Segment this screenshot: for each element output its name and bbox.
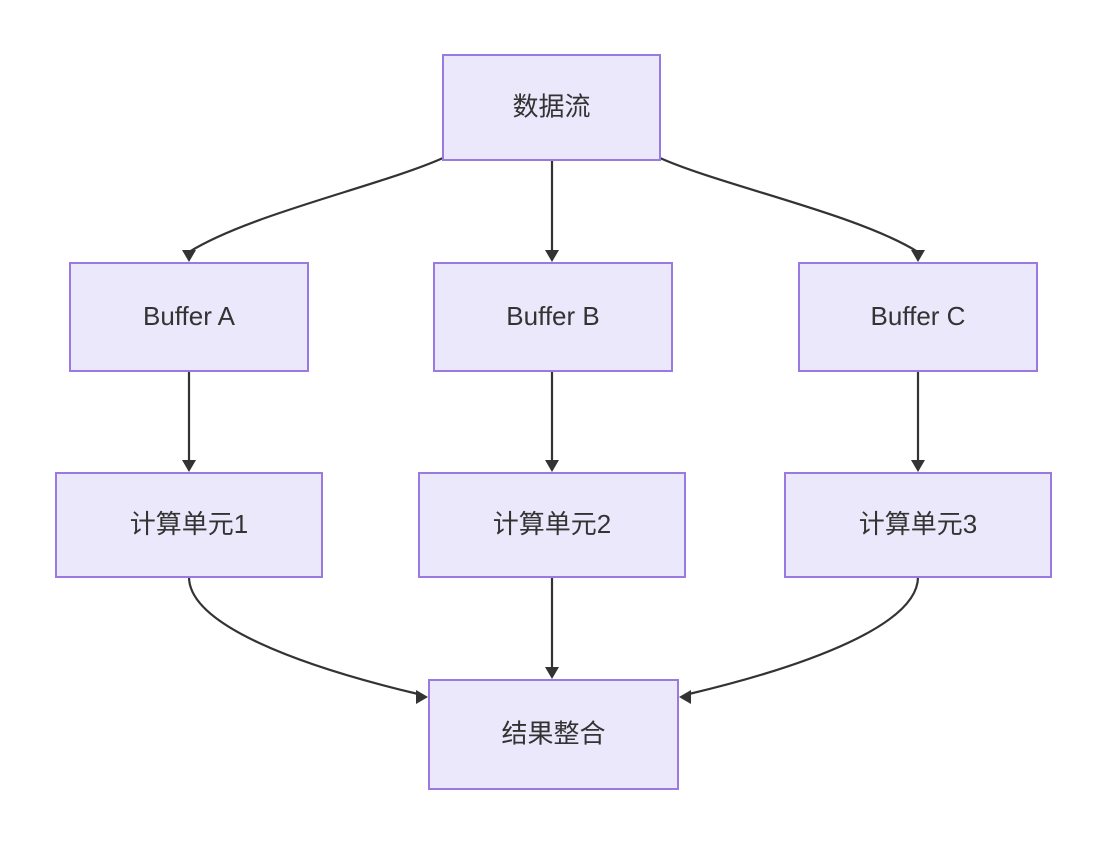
node-bufferB[interactable]: Buffer B bbox=[433, 262, 673, 372]
node-label: Buffer C bbox=[871, 301, 966, 331]
edge-layer bbox=[182, 156, 925, 704]
arrowhead-icon bbox=[679, 690, 691, 704]
arrowhead-icon bbox=[911, 250, 925, 262]
node-label: Buffer A bbox=[143, 301, 236, 331]
node-unit1[interactable]: 计算单元1 bbox=[55, 472, 323, 578]
edge-source-to-bufferC bbox=[659, 156, 925, 262]
edge-line bbox=[659, 156, 919, 253]
node-bufferC[interactable]: Buffer C bbox=[798, 262, 1038, 372]
edge-source-to-bufferB bbox=[545, 160, 559, 262]
arrowhead-icon bbox=[182, 460, 196, 472]
node-merge[interactable]: 结果整合 bbox=[428, 679, 679, 790]
node-source[interactable]: 数据流 bbox=[442, 54, 661, 161]
edge-unit1-to-merge bbox=[187, 576, 428, 704]
arrowhead-icon bbox=[545, 667, 559, 679]
node-bufferA[interactable]: Buffer A bbox=[69, 262, 309, 372]
edge-bufferA-to-unit1 bbox=[182, 371, 196, 472]
node-label: 结果整合 bbox=[501, 718, 605, 748]
node-label: 计算单元1 bbox=[130, 509, 248, 539]
edge-unit2-to-merge bbox=[545, 577, 559, 679]
arrowhead-icon bbox=[416, 690, 428, 704]
node-box[interactable] bbox=[442, 54, 661, 161]
edge-bufferC-to-unit3 bbox=[911, 371, 925, 472]
node-label: Buffer B bbox=[506, 301, 599, 331]
node-unit2[interactable]: 计算单元2 bbox=[418, 472, 686, 578]
arrowhead-icon bbox=[545, 460, 559, 472]
node-box[interactable] bbox=[433, 262, 673, 372]
edge-bufferB-to-unit2 bbox=[545, 371, 559, 472]
node-box[interactable] bbox=[428, 679, 679, 790]
node-layer: 数据流 Buffer A Buffer B Buffer C 计算单元1 计算单元2 计算单… bbox=[55, 54, 1052, 790]
node-box[interactable] bbox=[69, 262, 309, 372]
edge-line bbox=[688, 576, 920, 696]
node-label: 计算单元2 bbox=[493, 509, 611, 539]
node-box[interactable] bbox=[55, 472, 323, 578]
edge-line bbox=[187, 576, 419, 696]
node-label: 计算单元3 bbox=[859, 509, 977, 539]
edge-line bbox=[188, 156, 444, 253]
edge-source-to-bufferA bbox=[182, 156, 444, 262]
node-label: 数据流 bbox=[512, 91, 590, 121]
node-unit3[interactable]: 计算单元3 bbox=[784, 472, 1052, 578]
node-box[interactable] bbox=[798, 262, 1038, 372]
arrowhead-icon bbox=[182, 250, 196, 262]
arrowhead-icon bbox=[545, 250, 559, 262]
node-box[interactable] bbox=[418, 472, 686, 578]
edge-unit3-to-merge bbox=[679, 576, 920, 704]
node-box[interactable] bbox=[784, 472, 1052, 578]
arrowhead-icon bbox=[911, 460, 925, 472]
